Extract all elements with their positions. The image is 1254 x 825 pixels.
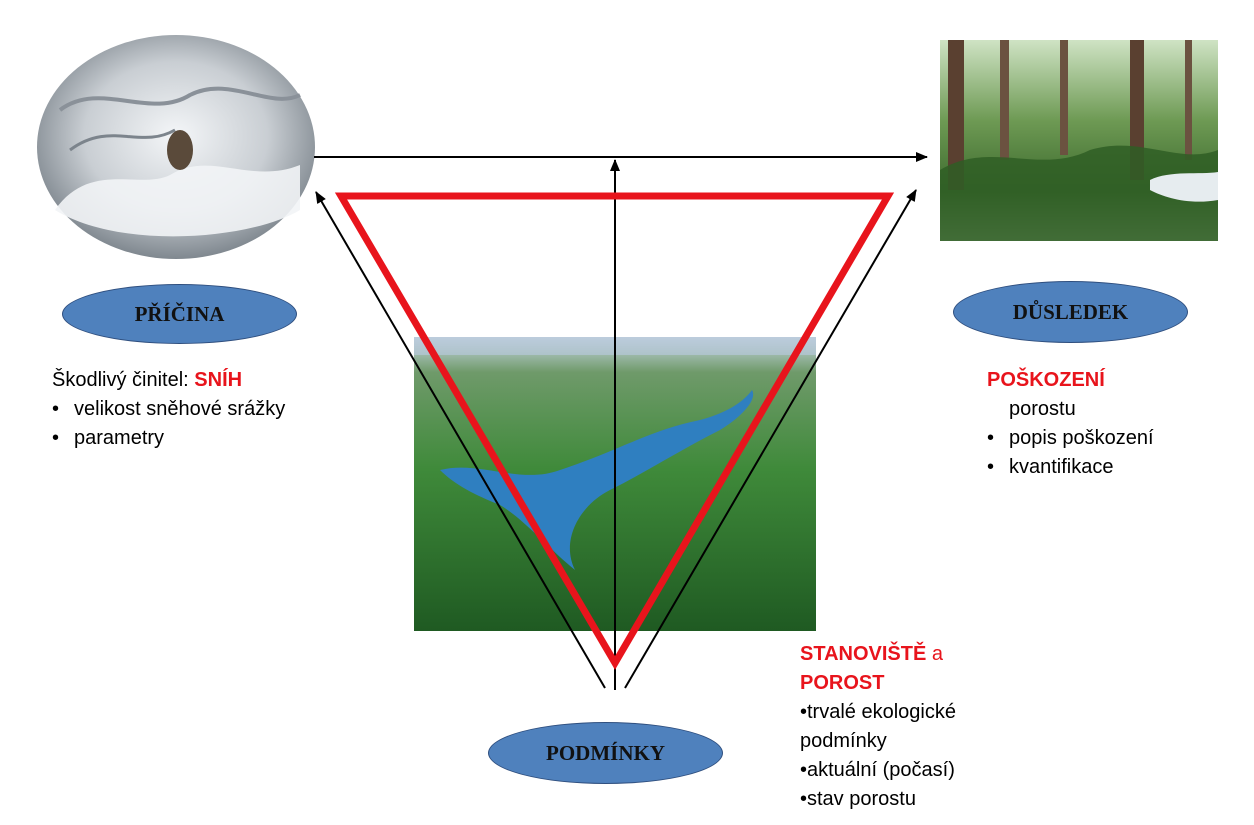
conditions-line: podmínky (800, 730, 887, 752)
arrow-conditions-to-cause (315, 191, 606, 689)
consequence-bullet: kvantifikace (987, 453, 1154, 482)
red-triangle (334, 192, 895, 670)
cause-text-block: Škodlivý činitel: SNÍH velikost sněhové … (52, 366, 285, 453)
conditions-line: •aktuální (počasí) (800, 759, 955, 781)
conditions-text-block: STANOVIŠTĚ a POROST •trvalé ekologické p… (800, 640, 956, 814)
arrow-conditions-to-consequence (624, 189, 917, 689)
cause-agent-line: Škodlivý činitel: SNÍH (52, 366, 285, 395)
consequence-label: DŮSLEDEK (1012, 299, 1129, 324)
consequence-title: POŠKOZENÍ (987, 369, 1105, 391)
conditions-line: •trvalé ekologické (800, 701, 956, 723)
cause-label: PŘÍČINA (134, 301, 225, 326)
consequence-ellipse: DŮSLEDEK (953, 281, 1188, 343)
conditions-ellipse: PODMÍNKY (488, 722, 723, 784)
snow-photo (37, 35, 315, 259)
cause-agent-value: SNÍH (194, 369, 243, 391)
conditions-line: •stav porostu (800, 788, 916, 810)
forest-damage-photo (940, 40, 1218, 241)
cause-bullet: parametry (52, 424, 285, 453)
consequence-subtitle: porostu (1009, 398, 1076, 420)
consequence-text-block: POŠKOZENÍ porostu popis poškození kvanti… (987, 366, 1154, 482)
cause-bullet: velikost sněhové srážky (52, 395, 285, 424)
conditions-label: PODMÍNKY (546, 740, 665, 765)
conditions-title-connector: a (926, 643, 943, 665)
conditions-title-part2: POROST (800, 672, 885, 694)
conditions-title-line1: STANOVIŠTĚ a (800, 640, 956, 669)
cause-ellipse: PŘÍČINA (62, 284, 297, 344)
cause-agent-prefix: Škodlivý činitel: (52, 369, 195, 391)
conditions-title-part1: STANOVIŠTĚ (800, 643, 927, 665)
consequence-bullet: popis poškození (987, 424, 1154, 453)
